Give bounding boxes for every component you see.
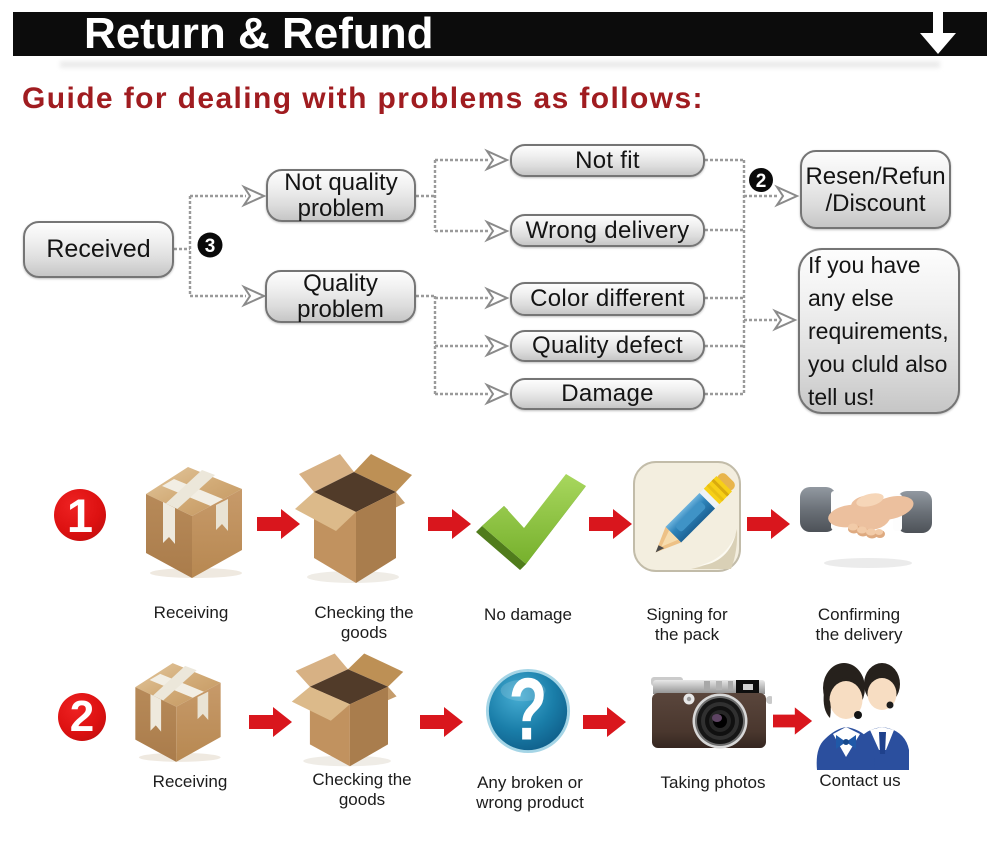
svg-text:3: 3	[205, 236, 216, 257]
svg-text:?: ?	[509, 667, 548, 755]
svg-text:2: 2	[756, 171, 767, 192]
